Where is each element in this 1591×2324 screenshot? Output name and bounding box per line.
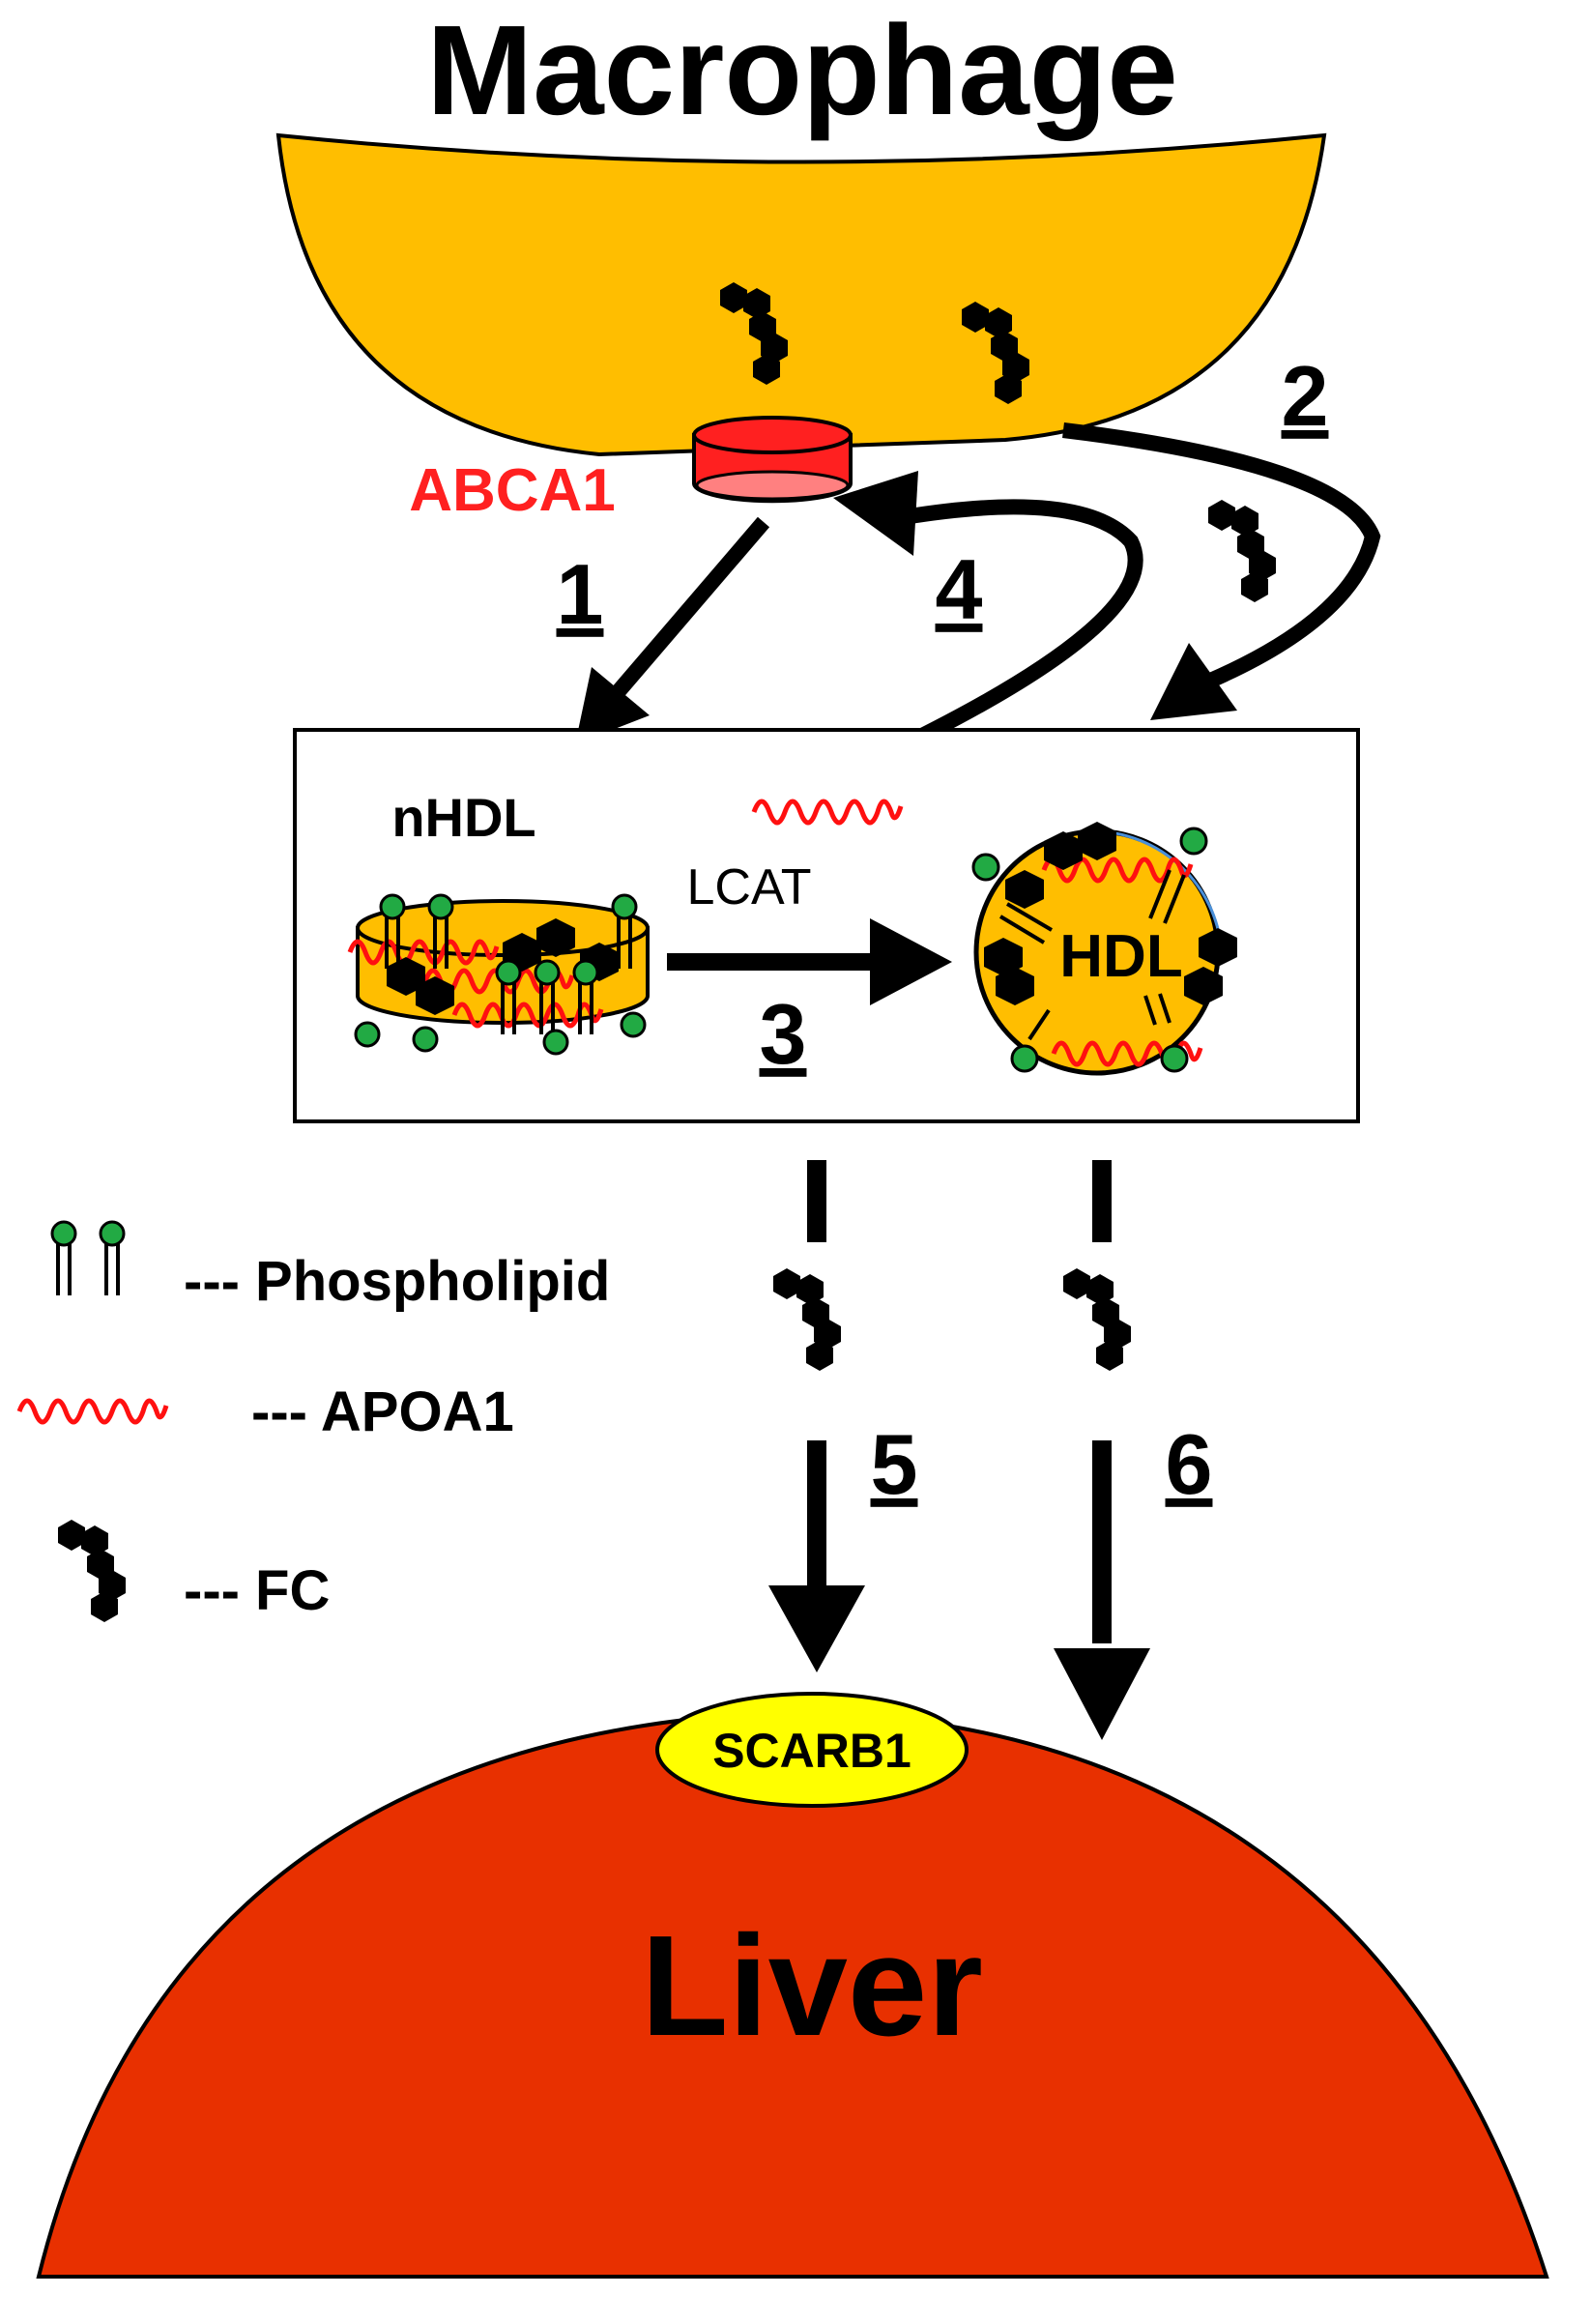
liver-label: Liver <box>641 1906 983 2066</box>
legend-apoa1: --- APOA1 <box>19 1380 514 1443</box>
legend-phospholipid-label: --- Phospholipid <box>184 1250 610 1313</box>
phospholipid-icon <box>99 1220 126 1297</box>
arrow-2 <box>1062 422 1381 720</box>
phospholipid-icon <box>50 1220 77 1297</box>
macrophage-label: Macrophage <box>426 0 1178 141</box>
step-2-label: 2 <box>1282 348 1329 444</box>
arrow-4 <box>833 471 1143 767</box>
apoa1-icon <box>19 1401 166 1422</box>
legend: --- Phospholipid --- APOA1 --- FC <box>19 1220 610 1622</box>
step-1-label: 1 <box>557 546 604 642</box>
abca1-label: ABCA1 <box>409 457 616 524</box>
step-5-label: 5 <box>871 1416 918 1512</box>
macrophage-cell <box>275 132 1327 457</box>
fc-icon <box>1208 500 1276 602</box>
legend-fc-label: --- FC <box>184 1559 330 1622</box>
legend-phospholipid: --- Phospholipid <box>50 1220 610 1313</box>
step-4-label: 4 <box>936 541 983 637</box>
legend-fc: --- FC <box>58 1520 330 1622</box>
step-3-label: 3 <box>760 986 807 1082</box>
scarb1-label: SCARB1 <box>712 1724 911 1778</box>
pathway-5-dashed <box>768 1160 865 1672</box>
hdl-particle <box>971 822 1237 1076</box>
abca1-transporter <box>692 416 853 504</box>
nhdl-label: nHDL <box>391 787 535 848</box>
lcat-label: LCAT <box>686 859 811 915</box>
arrow-1 <box>575 516 770 744</box>
fc-icon <box>58 1520 126 1622</box>
nhdl-particle <box>350 893 650 1056</box>
pathway-6-dashed <box>1054 1160 1150 1740</box>
hdl-label: HDL <box>1059 923 1182 990</box>
step-6-label: 6 <box>1166 1416 1213 1512</box>
scarb1-receptor <box>655 1692 969 1808</box>
legend-apoa1-label: --- APOA1 <box>251 1380 514 1443</box>
arrow-3 <box>667 918 952 1005</box>
